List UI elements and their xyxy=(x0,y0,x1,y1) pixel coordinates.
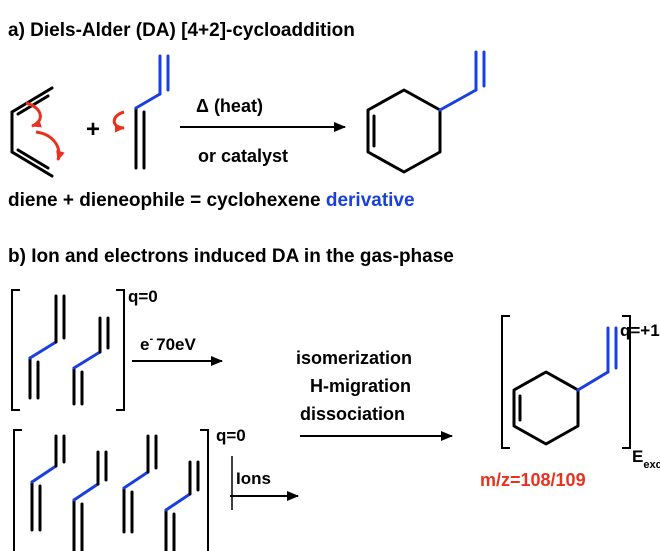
section-b-heading: b) Ion and electrons induced DA in the g… xyxy=(8,246,454,267)
electron-label: e-70eV xyxy=(140,333,197,354)
bracket-neutral-cluster xyxy=(13,429,209,551)
ions-label: Ions xyxy=(236,469,271,488)
bracket-neutral-pair xyxy=(11,289,125,411)
vinylcyclohexene-ion xyxy=(512,326,618,446)
energy-label: Eexc xyxy=(632,447,660,471)
charge-label-pair: q=0 xyxy=(128,287,158,306)
bracket-product xyxy=(501,315,631,449)
electron-symbol: e xyxy=(140,335,149,354)
section-a-heading: a) Diels-Alder (DA) [4+2]-cycloaddition xyxy=(8,20,355,41)
energy-symbol: E xyxy=(632,447,643,466)
mass-to-charge-label: m/z=108/109 xyxy=(480,470,586,490)
electron-push-arrows xyxy=(25,101,65,161)
butadiene-pair xyxy=(28,294,110,406)
process-isomerization: isomerization xyxy=(296,348,412,368)
process-dissociation: dissociation xyxy=(300,404,405,424)
charge-label-cluster: q=0 xyxy=(216,426,246,445)
electron-energy: 70eV xyxy=(156,335,196,354)
dienophile-push-arrow xyxy=(112,110,125,133)
electron-sup: - xyxy=(149,333,153,345)
butadiene-cluster xyxy=(30,434,200,551)
diene-structure xyxy=(10,86,54,178)
caption-a-main: diene + dieneophile = cyclohexene xyxy=(8,190,326,211)
process-h-migration: H-migration xyxy=(310,376,411,396)
plus-sign: + xyxy=(86,116,100,143)
caption-a-highlight: derivative xyxy=(326,190,415,211)
arrow-condition-catalyst: or catalyst xyxy=(198,146,288,166)
cyclohexene-product xyxy=(366,50,486,174)
dienophile-structure xyxy=(134,54,170,170)
charge-label-product: q=+1 xyxy=(620,321,660,340)
energy-subscript: exc xyxy=(643,459,660,471)
caption-a: diene + dieneophile = cyclohexene deriva… xyxy=(8,190,415,211)
arrow-condition-heat: Δ (heat) xyxy=(196,96,263,116)
